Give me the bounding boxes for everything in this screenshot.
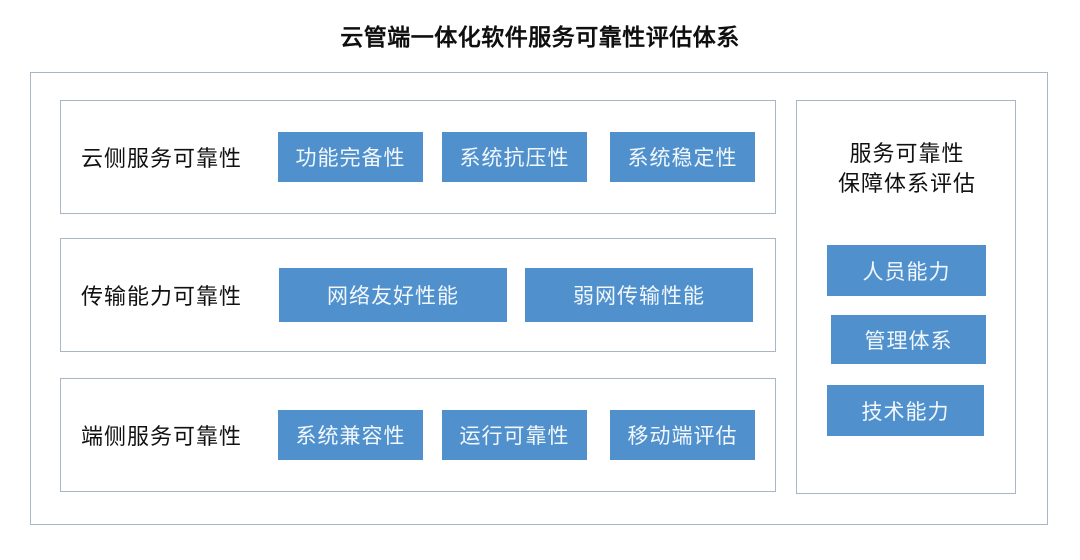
category-label-cloud: 云侧服务可靠性 — [81, 146, 243, 171]
page-title: 云管端一体化软件服务可靠性评估体系 — [340, 24, 740, 50]
right-panel-heading-line1: 服务可靠性 — [849, 141, 965, 166]
chip-strip-transmission: 网络友好性能 弱网传输性能 — [279, 268, 753, 322]
chip-mobile-evaluation[interactable]: 移动端评估 — [610, 410, 755, 460]
category-row-cloud: 云侧服务可靠性 功能完备性 系统抗压性 系统稳定性 — [60, 100, 776, 214]
category-row-transmission: 传输能力可靠性 网络友好性能 弱网传输性能 — [60, 238, 776, 352]
chip-system-stability[interactable]: 系统稳定性 — [610, 132, 755, 182]
right-panel-heading-line2: 保障体系评估 — [837, 171, 976, 197]
chip-function-completeness[interactable]: 功能完备性 — [278, 132, 423, 182]
chip-strip-device: 系统兼容性 运行可靠性 移动端评估 — [278, 410, 755, 460]
category-row-device: 端侧服务可靠性 系统兼容性 运行可靠性 移动端评估 — [60, 378, 776, 492]
category-label-device: 端侧服务可靠性 — [81, 424, 243, 449]
right-panel-assurance-system: 服务可靠性 保障体系评估 人员能力 管理体系 技术能力 — [796, 100, 1016, 494]
chip-weak-network-transmission[interactable]: 弱网传输性能 — [525, 268, 753, 322]
category-label-transmission: 传输能力可靠性 — [81, 284, 243, 309]
chip-management-system[interactable]: 管理体系 — [831, 315, 986, 364]
chip-technical-capability[interactable]: 技术能力 — [827, 385, 984, 436]
right-panel-heading: 服务可靠性 保障体系评估 — [797, 139, 1017, 200]
chip-personnel-capability[interactable]: 人员能力 — [827, 245, 986, 296]
chip-system-compatibility[interactable]: 系统兼容性 — [278, 410, 423, 460]
chip-network-friendliness[interactable]: 网络友好性能 — [279, 268, 507, 322]
chip-strip-cloud: 功能完备性 系统抗压性 系统稳定性 — [278, 132, 755, 182]
chip-system-stress-resistance[interactable]: 系统抗压性 — [442, 132, 587, 182]
chip-runtime-reliability[interactable]: 运行可靠性 — [442, 410, 587, 460]
left-column: 云侧服务可靠性 功能完备性 系统抗压性 系统稳定性 传输能力可靠性 网络友好性能… — [60, 100, 776, 494]
